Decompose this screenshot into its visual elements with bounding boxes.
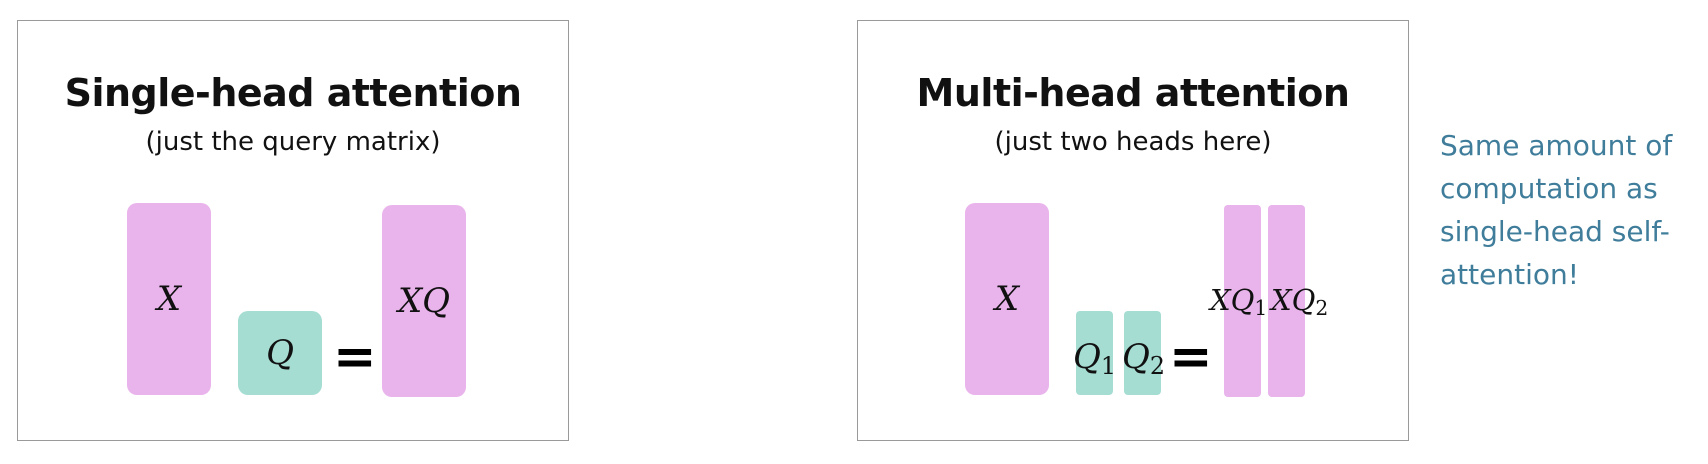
equals-sign: = (333, 327, 377, 387)
side-note-line-1: Same amount of (1440, 129, 1673, 162)
single-head-subtitle: (just the query matrix) (145, 127, 441, 157)
side-note: Same amount of computation as single-hea… (1440, 124, 1705, 296)
single-head-panel: Single-head attention (just the query ma… (17, 20, 569, 441)
x-matrix-label: X (994, 279, 1020, 319)
multi-head-subtitle: (just two heads here) (994, 127, 1272, 157)
side-note-line-2: computation as (1440, 172, 1658, 205)
xq2-matrix (1268, 205, 1305, 397)
multi-head-title: Multi-head attention (916, 71, 1350, 115)
side-note-line-3: single-head self- (1440, 215, 1670, 248)
q2-label: Q2 (1122, 337, 1166, 380)
q1-matrix (1076, 311, 1113, 395)
xq-matrix: XQ (382, 205, 466, 397)
xq2-label: XQ2 (1271, 283, 1329, 321)
q1-label: Q1 (1073, 337, 1117, 380)
xq1-label: XQ1 (1210, 283, 1268, 321)
xq1-matrix (1224, 205, 1261, 397)
equals-sign: = (1169, 327, 1213, 387)
multi-head-panel: Multi-head attention (just two heads her… (857, 20, 1409, 441)
x-matrix: X (965, 203, 1049, 395)
side-note-line-4: attention! (1440, 258, 1579, 291)
single-head-title: Single-head attention (64, 71, 522, 115)
q-matrix-label: Q (266, 333, 294, 373)
x-matrix-label: X (156, 279, 182, 319)
xq-matrix-label: XQ (397, 281, 451, 321)
q-matrix: Q (238, 311, 322, 395)
x-matrix: X (127, 203, 211, 395)
q2-matrix (1124, 311, 1161, 395)
